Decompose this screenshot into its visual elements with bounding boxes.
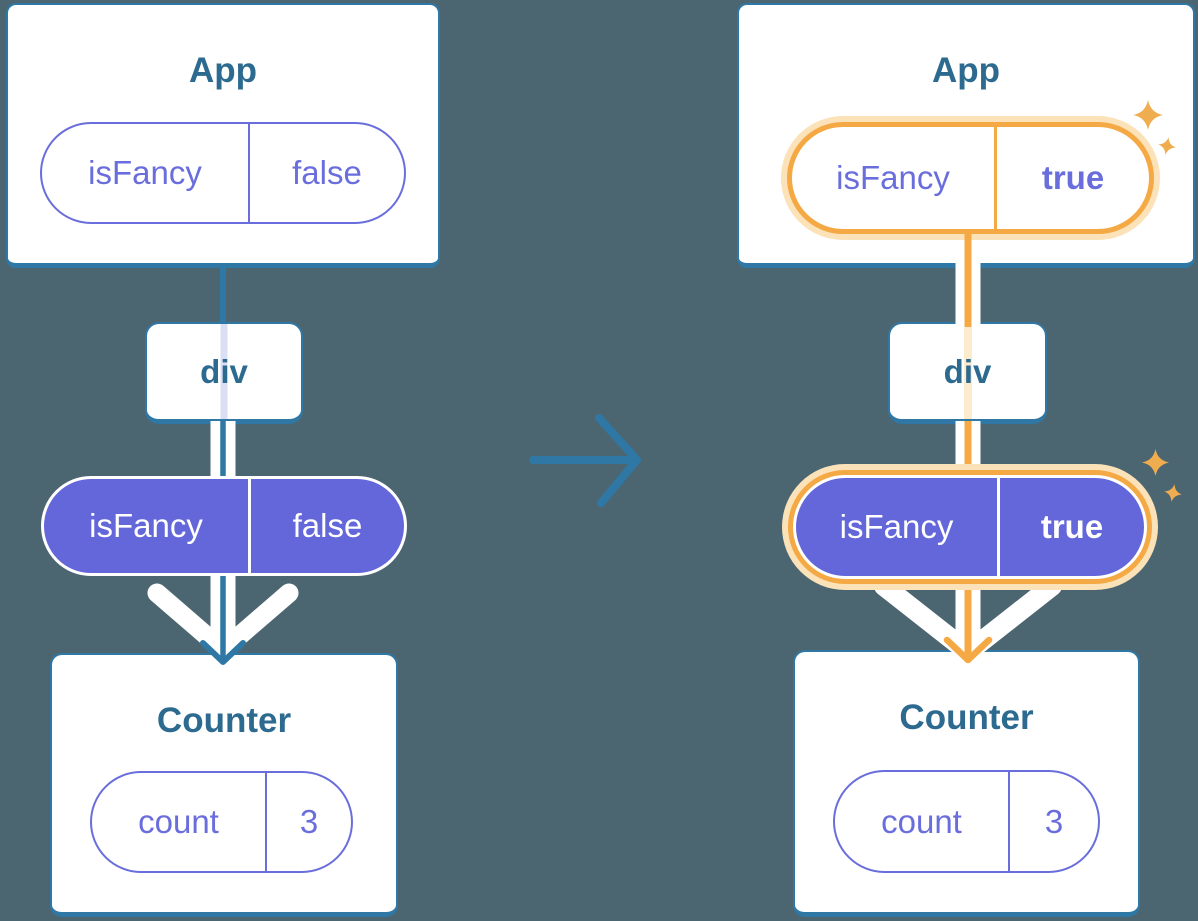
state-value-label: 3 (1044, 802, 1064, 840)
sparkle-icon (1164, 484, 1182, 502)
div-card-after: div (888, 322, 1047, 424)
state-pill-before: isFancy false (41, 476, 407, 576)
state-value-label: true (1040, 508, 1104, 545)
app-title-before: App (188, 51, 258, 90)
app-card-before: App isFancy false (6, 3, 440, 268)
state-key-label: count (92, 773, 267, 871)
counter-title-before: Counter (156, 701, 292, 740)
edge-app-to-div-before (220, 264, 226, 324)
div-label-before: div (200, 352, 248, 390)
prop-key-label: isFancy (792, 127, 997, 229)
sparkle-icon (1142, 449, 1169, 476)
state-key-label: isFancy (44, 479, 251, 573)
sparkle-icon (1133, 100, 1163, 130)
prop-value-label: true (1041, 159, 1105, 196)
counter-state-pill-before: count 3 (90, 771, 353, 873)
state-key-label: count (835, 772, 1010, 871)
sparkle-icon (1158, 137, 1176, 155)
div-label-after: div (943, 352, 992, 390)
state-value-label: 3 (299, 803, 319, 840)
prop-value-label: false (292, 154, 362, 191)
state-pill-after: isFancy true (793, 475, 1147, 579)
state-key-label: isFancy (796, 478, 1000, 576)
counter-state-pill-after: count 3 (833, 770, 1100, 873)
counter-card-before: Counter count 3 (50, 653, 398, 917)
counter-card-after: Counter count 3 (793, 650, 1140, 917)
prop-flow-through-line-after (963, 324, 972, 419)
counter-title-after: Counter (899, 698, 1034, 737)
app-prop-pill-before: isFancy false (40, 122, 406, 224)
state-value-label: false (292, 507, 363, 544)
app-prop-pill-after: isFancy true (787, 122, 1154, 234)
app-card-after: App isFancy true (737, 3, 1195, 268)
prop-key-label: isFancy (42, 124, 250, 222)
div-card-before: div (145, 322, 303, 424)
transition-arrow-icon (529, 414, 641, 507)
app-title-after: App (931, 51, 1001, 90)
prop-flow-through-line-before (220, 324, 228, 419)
